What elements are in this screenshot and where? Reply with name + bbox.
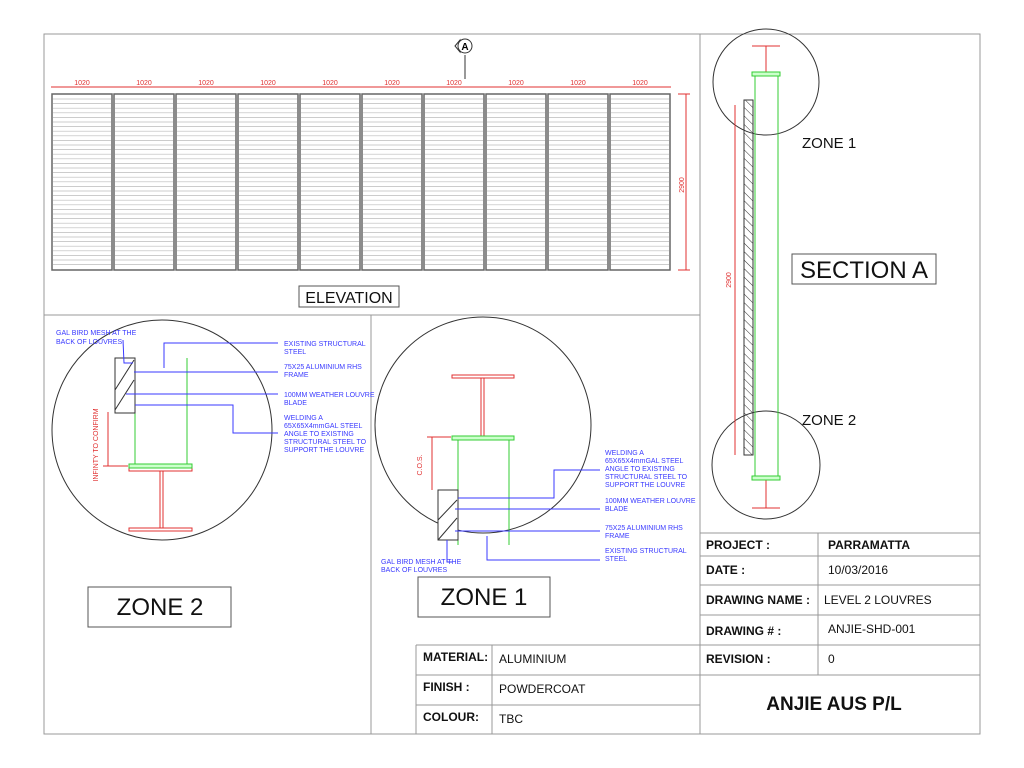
drawing-name-label: DRAWING NAME : [706,593,810,607]
panel-width-dimension: 1020 [508,80,524,87]
louvre-panel [51,93,113,271]
section-a-view: 2900 ZONE 1 ZONE 2 SECTION A [711,28,937,520]
revision-label: REVISION : [706,652,771,666]
project-label: PROJECT : [706,538,770,552]
zone1-callout: ZONE 1 [802,135,856,152]
panel-width-dimension: 1020 [260,80,276,87]
colour-value: TBC [499,712,523,726]
zone1-title: ZONE 1 [441,584,528,611]
zone2-callout: ZONE 2 [802,412,856,429]
finish-value: POWDERCOAT [499,682,586,696]
panel-width-dimension: 1020 [446,80,462,87]
louvre-panel [423,93,485,271]
louvre-panel [113,93,175,271]
panel-width-dimension: 1020 [74,80,90,87]
finish-label: FINISH : [423,680,470,694]
louvre-panel [175,93,237,271]
panel-width-dimension: 1020 [136,80,152,87]
panel-width-dimension: 1020 [632,80,648,87]
title-block: PROJECT : PARRAMATTA DATE : 10/03/2016 D… [415,532,980,734]
elevation-dimensions: 1020 1020 1020 1020 1020 1020 1020 1020 1020 1020 [51,80,671,88]
louvre-panel [485,93,547,271]
zone1-dimension: C.O.S. [417,454,424,475]
louvre-panel [299,93,361,271]
louvre-panels [51,93,671,271]
panel-width-dimension: 1020 [384,80,400,87]
panel-width-dimension: 1020 [570,80,586,87]
date-label: DATE : [706,563,745,577]
revision-value: 0 [828,652,835,666]
louvre-panel [547,93,609,271]
zone2-dimension: INFINTY TO CONFIRM [93,408,100,481]
zone2-title: ZONE 2 [117,594,204,621]
section-marker-a[interactable]: A [454,38,473,79]
sheet-border [43,33,981,735]
date-value: 10/03/2016 [828,563,888,577]
drawing-number-label: DRAWING # : [706,624,781,638]
elevation-title: ELEVATION [305,290,392,307]
elevation-height-dimension: 2900 [679,177,686,193]
panel-width-dimension: 1020 [322,80,338,87]
section-height-dimension: 2900 [726,272,733,288]
panel-width-dimension: 1020 [198,80,214,87]
section-a-title: SECTION A [800,257,928,284]
project-value: PARRAMATTA [828,538,910,552]
louvre-panel [237,93,299,271]
company-name: ANJIE AUS P/L [766,694,902,715]
louvre-panel [361,93,423,271]
louvre-section [743,99,754,456]
material-value: ALUMINIUM [499,652,566,666]
drawing-number-value: ANJIE-SHD-001 [828,622,916,636]
louvre-panel [609,93,671,271]
material-label: MATERIAL: [423,650,488,664]
colour-label: COLOUR: [423,710,479,724]
section-marker-label: A [461,42,468,53]
drawing-name-value: LEVEL 2 LOUVRES [824,593,932,607]
